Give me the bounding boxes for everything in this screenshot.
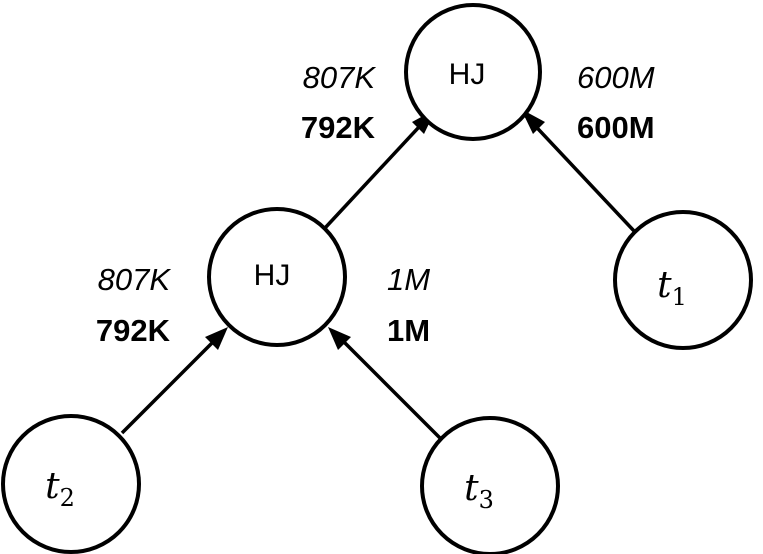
arrowhead-icon [205, 327, 228, 350]
edge-mid-to-top [323, 111, 434, 230]
node-t1 [613, 210, 753, 350]
t2-to-mid-estimate: 807K [98, 262, 172, 297]
mid-to-top-estimate: 807K [303, 60, 377, 95]
arrowhead-icon [328, 327, 351, 350]
node-mid-hash-join [207, 207, 347, 347]
t1-to-top-actual: 600M [577, 110, 655, 145]
mid-join-label: HJ [254, 259, 291, 292]
top-join-label: HJ [449, 58, 486, 91]
edge-t2-to-mid [120, 331, 224, 435]
node-t3 [420, 416, 560, 554]
edge-t1-to-top [523, 113, 637, 234]
node-top-hash-join [404, 3, 542, 141]
edge-t3-to-mid [333, 331, 444, 442]
t2-to-mid-actual: 792K [96, 313, 171, 348]
arrowhead-icon [521, 109, 545, 134]
t2-label: t2 [45, 466, 75, 512]
t1-label: t1 [657, 265, 687, 311]
mid-to-top-actual: 792K [301, 110, 376, 145]
node-t2 [1, 414, 141, 554]
t1-to-top-estimate: 600M [577, 60, 655, 95]
t3-label: t3 [464, 468, 494, 514]
t3-to-mid-actual: 1M [387, 313, 430, 348]
t3-to-mid-estimate: 1M [387, 262, 430, 297]
